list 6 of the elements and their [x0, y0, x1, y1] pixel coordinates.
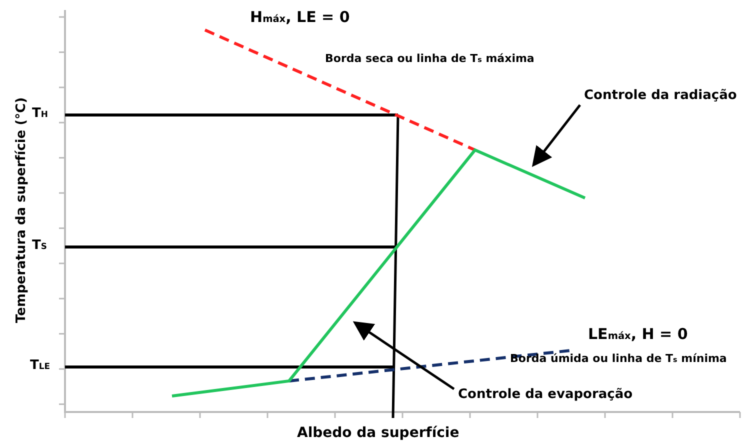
- arrow: [532, 104, 581, 167]
- annotation-text: Controle da evaporação: [458, 387, 633, 402]
- x-axis-title: Albedo da superfície: [297, 425, 460, 441]
- y-axis-title: Temperatura da superfície (°C): [14, 97, 29, 323]
- arrow: [352, 321, 455, 390]
- annotation-text: Controle da radiação: [584, 88, 737, 103]
